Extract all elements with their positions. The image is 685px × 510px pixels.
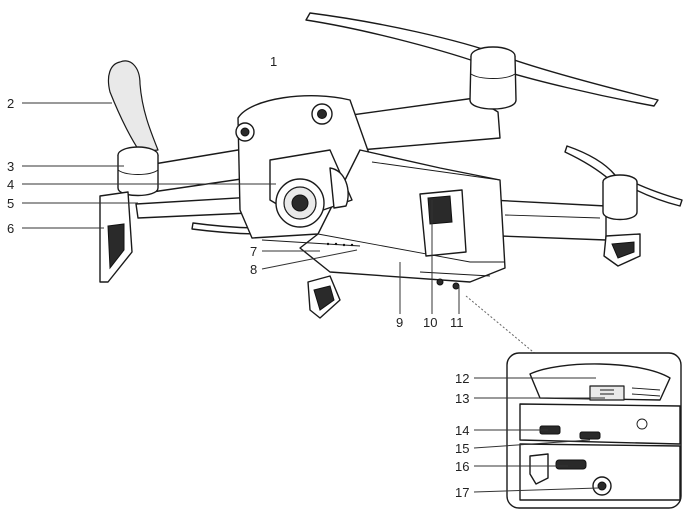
forward-vision-sensors: [235, 103, 333, 142]
callout-6: 6: [7, 221, 14, 236]
intelligent-flight-battery: [419, 189, 467, 257]
callout-10: 10: [423, 315, 437, 330]
callout-5: 5: [7, 196, 14, 211]
leader-17: [473, 487, 599, 493]
inset-leader: [465, 295, 539, 357]
front-left-propeller: [107, 60, 159, 153]
callout-11: 11: [450, 315, 464, 330]
callout-1: 1: [270, 54, 277, 69]
rear-right-propeller: [564, 145, 683, 207]
rear-right-motor: [602, 174, 638, 221]
rear-right-leg: [603, 233, 641, 267]
battery-level-leds: [261, 239, 361, 247]
callout-8: 8: [250, 262, 257, 277]
gimbal-camera: [269, 149, 353, 228]
callout-2: 2: [7, 96, 14, 111]
leader-lines: [22, 102, 605, 493]
rear-left-leg: [307, 275, 341, 319]
callout-labels: 1 2 3 4 5 6 7 8 9 10 11 12 13 14 15 16 1…: [7, 54, 469, 500]
rear-right-arm: [489, 199, 607, 241]
callout-4: 4: [7, 177, 14, 192]
callout-15: 15: [455, 441, 469, 456]
front-left-motor: [117, 146, 159, 197]
detail-inset: [506, 352, 682, 509]
front-right-motor: [469, 46, 517, 110]
callout-12: 12: [455, 371, 469, 386]
callout-16: 16: [455, 459, 469, 474]
callout-7: 7: [250, 244, 257, 259]
callout-13: 13: [455, 391, 469, 406]
callout-3: 3: [7, 159, 14, 174]
leader-15: [473, 439, 591, 449]
front-left-leg: [99, 191, 133, 283]
callout-14: 14: [455, 423, 469, 438]
callout-17: 17: [455, 485, 469, 500]
callout-9: 9: [396, 315, 403, 330]
leader-8: [261, 249, 358, 270]
